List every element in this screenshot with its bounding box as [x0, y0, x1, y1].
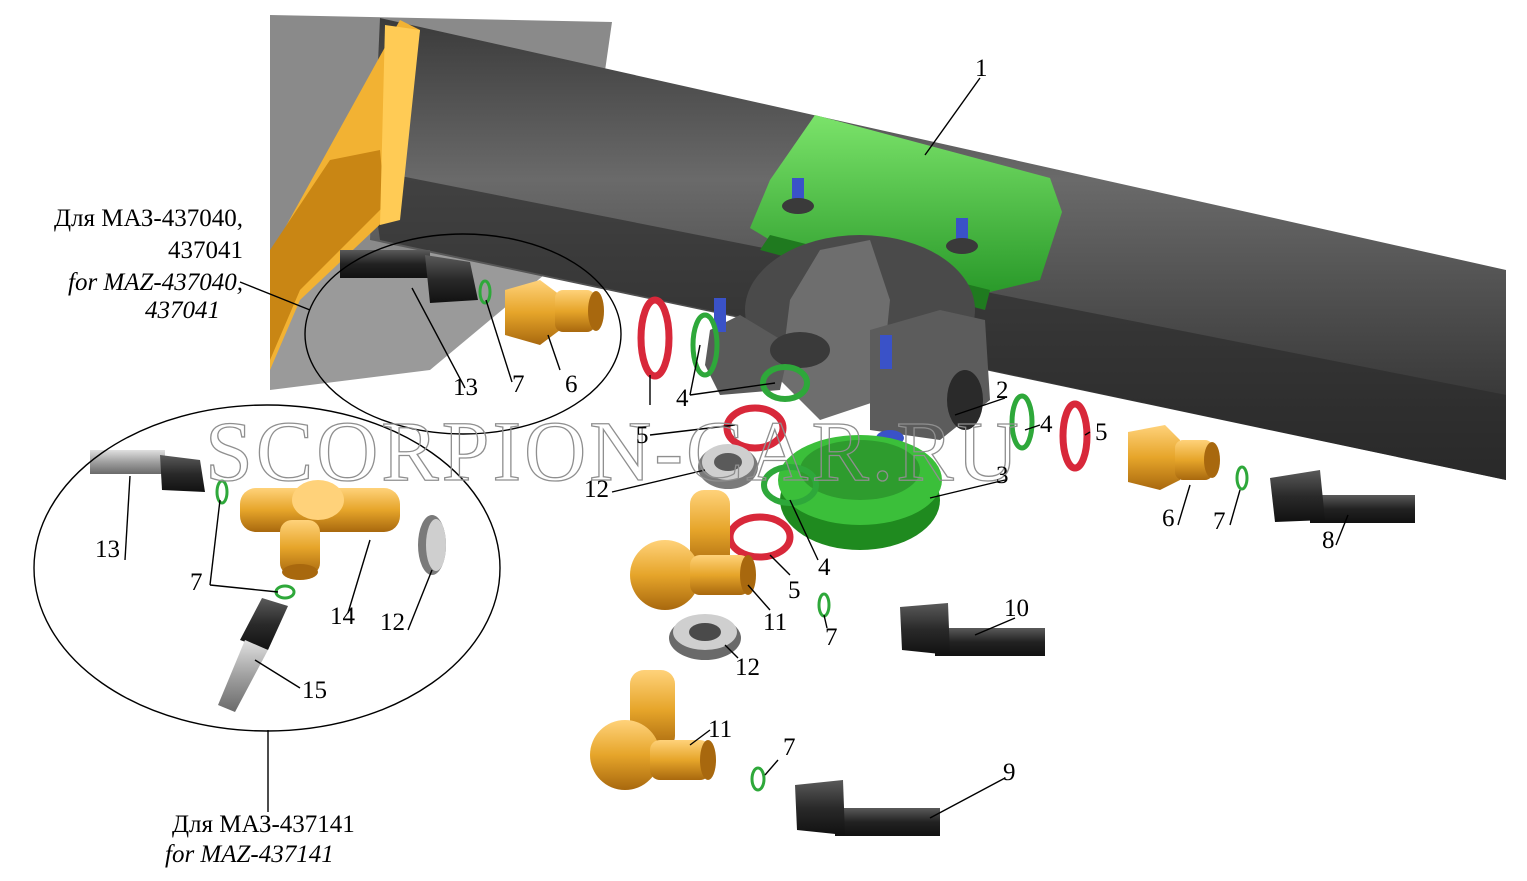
watermark: SCORPION-CAR.RU	[205, 403, 1022, 499]
tee-fitting	[240, 480, 400, 580]
o-ring	[274, 584, 296, 600]
caption-bottom: Для МАЗ-437141 for MAZ-437141	[165, 811, 355, 868]
callout-3: 3	[996, 462, 1009, 489]
o-ring	[690, 312, 720, 378]
callout-13: 13	[95, 536, 120, 563]
adapter-fitting	[505, 280, 604, 345]
callout-7: 7	[190, 569, 203, 596]
callout-9: 9	[1003, 759, 1016, 786]
pipe-connector	[340, 250, 478, 303]
lock-nut	[418, 515, 446, 575]
callout-7: 7	[1213, 508, 1226, 535]
caption-ru-line2: 437041	[168, 237, 243, 264]
callout-4: 4	[676, 385, 689, 412]
callout-6: 6	[565, 371, 578, 398]
pipe-connector	[90, 450, 205, 492]
seal-ring	[726, 513, 794, 561]
seal-ring	[1059, 400, 1091, 472]
callout-5: 5	[788, 577, 801, 604]
caption-en-line1: for MAZ-437040,	[68, 269, 243, 296]
callout-8: 8	[1322, 527, 1335, 554]
o-ring	[817, 592, 831, 618]
callout-12: 12	[584, 476, 609, 503]
callout-7: 7	[512, 371, 525, 398]
detail-outline-top	[304, 233, 622, 435]
callout-6: 6	[1162, 505, 1175, 532]
o-ring	[750, 766, 766, 792]
callout-5: 5	[1095, 419, 1108, 446]
bolt-head	[946, 218, 978, 254]
callout-12: 12	[380, 609, 405, 636]
pipe-connector	[795, 780, 940, 836]
callout-11: 11	[708, 716, 732, 743]
pipe-connector	[900, 603, 1045, 656]
o-ring	[478, 279, 492, 305]
o-ring	[1009, 393, 1035, 451]
lock-nut	[698, 444, 758, 489]
callout-2: 2	[996, 377, 1009, 404]
o-ring	[760, 364, 810, 402]
callout-12: 12	[735, 654, 760, 681]
o-ring	[761, 464, 819, 506]
seal-ring	[637, 296, 673, 380]
pipe-connector	[1270, 470, 1415, 523]
caption-ru-line1: Для МАЗ-437040,	[54, 205, 243, 232]
callout-15: 15	[302, 677, 327, 704]
callout-numbers: 1 2 3 4 4 4 5 5 5 6 6 7 7 7 7 7 8 9 10 1…	[95, 55, 1335, 786]
caption-top: Для МАЗ-437040, 437041 for MAZ-437040, 4…	[54, 205, 243, 324]
elbow-fitting	[590, 670, 716, 790]
callout-1: 1	[975, 55, 988, 82]
valve-green-cap	[778, 435, 942, 550]
caption-en-line2: 437041	[145, 297, 220, 324]
caption-en: for MAZ-437141	[165, 841, 334, 868]
angled-pipe	[218, 598, 288, 712]
callout-4: 4	[818, 554, 831, 581]
callout-5: 5	[636, 422, 649, 449]
detail-outline-bottom	[33, 404, 501, 732]
adapter-fitting	[1128, 425, 1220, 490]
o-ring	[215, 479, 229, 505]
caption-ru: Для МАЗ-437141	[172, 811, 355, 838]
bolt-head	[782, 178, 814, 214]
callout-13: 13	[453, 374, 478, 401]
callout-7: 7	[825, 624, 838, 651]
callout-10: 10	[1004, 595, 1029, 622]
callout-4: 4	[1040, 411, 1053, 438]
frame-gusset	[270, 20, 420, 370]
elbow-fitting	[630, 490, 756, 610]
o-ring	[1235, 465, 1249, 491]
callout-7: 7	[783, 734, 796, 761]
leader-lines	[124, 77, 1349, 819]
seal-ring	[723, 404, 787, 452]
callout-11: 11	[763, 609, 787, 636]
lock-nut	[669, 614, 741, 660]
callout-14: 14	[330, 603, 356, 630]
